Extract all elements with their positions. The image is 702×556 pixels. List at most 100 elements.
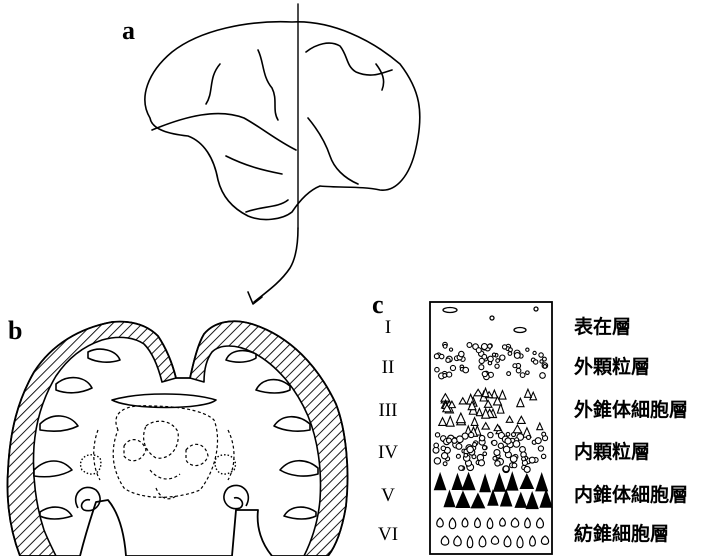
- layer2-granule-cell: [543, 365, 547, 369]
- temporal-sulcus: [226, 156, 282, 174]
- layer6-fusiform-cell: [462, 518, 468, 527]
- layer-numeral-3: III: [358, 401, 418, 420]
- layer2-granule-cell: [450, 365, 455, 370]
- layer2-granule-cell: [539, 353, 543, 357]
- section-arrow: [254, 228, 298, 302]
- layer2-granule-cell: [439, 354, 444, 359]
- layer1-cell: [490, 316, 494, 320]
- layer4-granule-cell: [505, 438, 511, 444]
- layer4-granule-cell: [542, 432, 546, 436]
- occipital-sulcus: [376, 64, 384, 90]
- layer4-granule-cell: [524, 466, 530, 472]
- layer1-cell: [534, 307, 538, 311]
- layer6-fusiform-cell: [487, 518, 493, 528]
- layer-numeral-1: I: [358, 318, 418, 337]
- layer4-granule-cell: [435, 433, 439, 437]
- layer2-granule-cell: [459, 351, 464, 356]
- layer2-granule-cell: [476, 348, 481, 353]
- layer2-granule-cell: [540, 360, 543, 363]
- temporal-notch: [246, 200, 288, 212]
- layer4-granule-cell: [541, 454, 545, 458]
- layer2-granule-cell: [507, 372, 511, 376]
- layer4-granule-cell: [478, 460, 484, 466]
- panel-label-a: a: [122, 18, 135, 44]
- layer2-granule-cell: [533, 360, 537, 364]
- layer4-granule-cell: [479, 435, 484, 440]
- layer2-granule-cell: [495, 364, 499, 368]
- layer2-granule-cell: [467, 343, 472, 348]
- superior-temporal-sulcus: [308, 118, 358, 184]
- layer6-fusiform-cell: [475, 518, 481, 527]
- lateral-brain-drawing: [145, 4, 420, 304]
- layer4-granule-cell: [495, 461, 500, 466]
- layer2-granule-cell: [482, 371, 487, 376]
- layer4-granule-cell: [526, 435, 530, 439]
- layer4-granule-cell: [488, 432, 493, 437]
- layer4-granule-cell: [503, 446, 510, 453]
- panel-label-b: b: [8, 318, 22, 344]
- layer4-granule-cell: [493, 456, 497, 460]
- layer4-granule-cell: [456, 454, 460, 458]
- layer4-granule-cell: [441, 446, 446, 451]
- layer2-granule-cell: [492, 353, 495, 356]
- layer2-granule-cell: [526, 348, 529, 351]
- layer2-granule-cell: [488, 356, 494, 362]
- central-sulcus: [258, 50, 278, 120]
- layer2-granule-cell: [500, 355, 505, 360]
- layer4-granule-cell: [538, 446, 543, 451]
- layer4-granule-cell: [512, 463, 517, 468]
- layer-numeral-6: VI: [358, 525, 418, 544]
- layer2-granule-cell: [508, 352, 512, 356]
- layer6-fusiform-cell: [530, 536, 536, 546]
- layer1-cell: [443, 308, 457, 313]
- layer6-fusiform-cell: [541, 536, 548, 544]
- brain-outline: [145, 22, 420, 220]
- layer2-granule-cell: [447, 372, 452, 377]
- layer-name-3: 外錐体細胞層: [574, 401, 688, 420]
- layer4-granule-cell: [434, 458, 440, 464]
- layer4-granule-cell: [464, 453, 468, 457]
- layer2-granule-cell: [516, 368, 521, 373]
- layer2-granule-cell: [526, 371, 530, 375]
- layer4-granule-cell: [447, 438, 452, 443]
- layer2-granule-cell: [479, 365, 484, 370]
- layer2-granule-cell: [502, 345, 506, 349]
- layer2-granule-cell: [443, 374, 447, 378]
- layer4-granule-cell: [503, 466, 509, 472]
- layer-numeral-2: II: [358, 358, 418, 377]
- layer4-granule-cell: [456, 436, 463, 443]
- layer6-fusiform-cell: [467, 536, 473, 548]
- layer-box-frame: [430, 302, 552, 554]
- layer-name-1: 表在層: [574, 318, 631, 337]
- layer2-granule-cell: [449, 348, 452, 351]
- layer4-granule-cell: [522, 457, 526, 461]
- lateral-sulcus: [152, 114, 296, 150]
- layer4-granule-cell: [494, 450, 500, 456]
- layer4-granule-cell: [506, 432, 510, 436]
- layer2-granule-cell: [481, 344, 487, 350]
- layer-name-5: 内錐体細胞層: [574, 486, 688, 505]
- layer4-granule-cell: [482, 446, 486, 450]
- layer2-granule-cell: [443, 344, 447, 348]
- layer2-granule-cell: [513, 364, 517, 368]
- layer6-fusiform-cell: [517, 536, 523, 548]
- layer2-granule-cell: [533, 351, 536, 354]
- layer4-granule-cell: [456, 444, 462, 450]
- layer2-granule-cell: [434, 354, 439, 359]
- layer4-granule-cell: [441, 453, 447, 459]
- arcuate-sulcus: [206, 64, 220, 104]
- layer2-granule-cell: [435, 367, 439, 371]
- layer-name-6: 紡錐細胞層: [574, 525, 669, 544]
- layer4-granule-cell: [535, 438, 541, 444]
- coronal-section-drawing: [8, 321, 348, 556]
- panel-label-c: c: [372, 292, 384, 318]
- layer2-granule-cell: [446, 358, 450, 362]
- layer6-fusiform-cell: [500, 518, 506, 526]
- layer-name-4: 内顆粒層: [574, 443, 650, 462]
- layer4-granule-cell: [529, 457, 535, 463]
- layer6-fusiform-cell: [525, 518, 531, 528]
- layer-numeral-4: IV: [358, 443, 418, 462]
- layer4-granule-cell: [483, 452, 487, 456]
- layer2-granule-cell: [509, 348, 513, 352]
